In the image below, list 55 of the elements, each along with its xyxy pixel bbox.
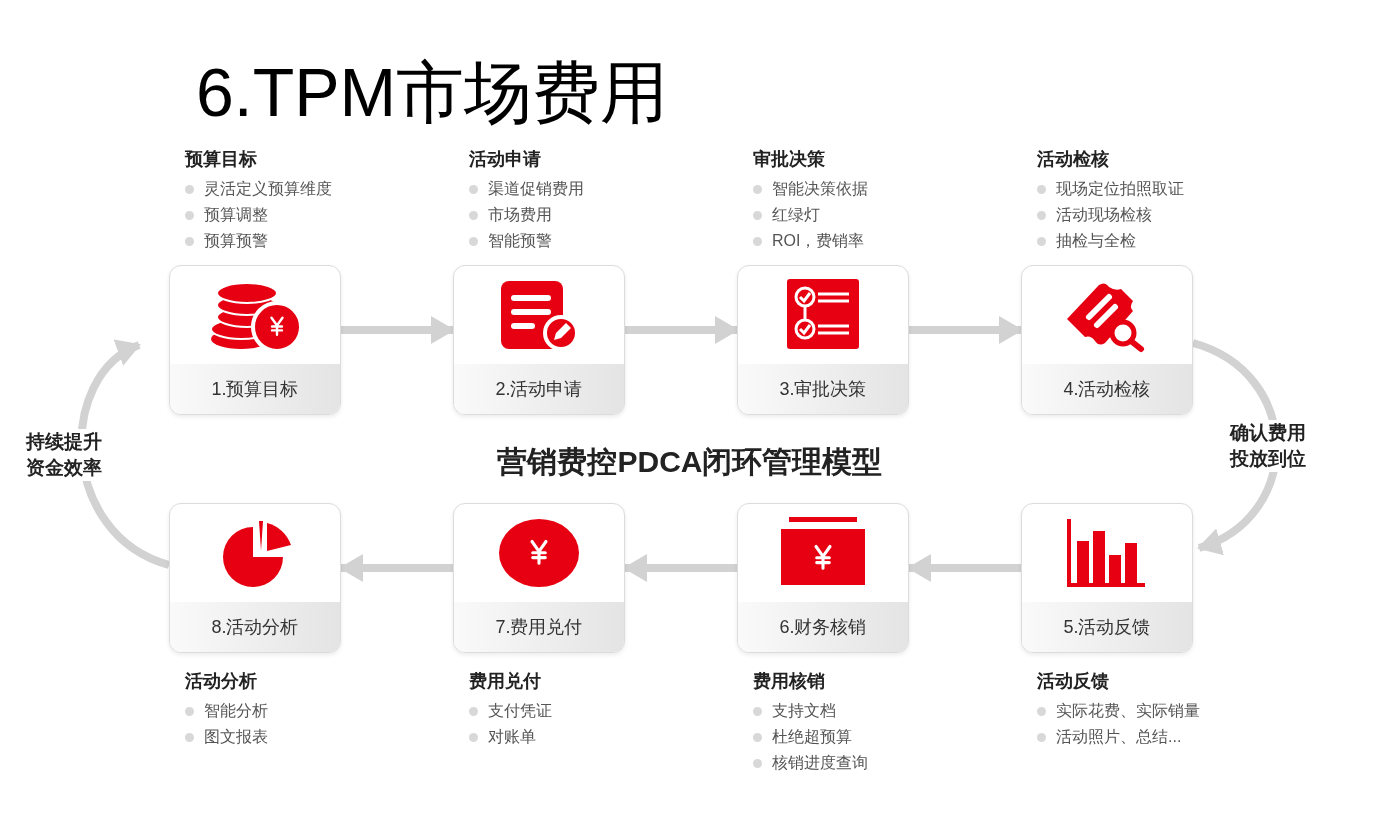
bullet-text: 灵活定义预算维度 [204,179,332,199]
bullet-text: ROI，费销率 [772,231,865,251]
process-card [169,503,341,653]
section-heading: 审批决策 [753,148,825,171]
bullet-text: 现场定位拍照取证 [1056,179,1184,199]
step-label: 4.活动检核 [1063,377,1151,401]
bullet-text: 核销进度查询 [772,753,868,773]
section-heading: 活动反馈 [1037,670,1109,693]
section-heading: 费用核销 [753,670,825,693]
bullet-text: 抽检与全检 [1056,231,1136,251]
process-card [737,503,909,653]
process-card [737,265,909,415]
bullet-text: 红绿灯 [772,205,820,225]
arrow [339,554,453,582]
bullet-text: 对账单 [488,727,536,747]
arrow [625,316,739,344]
process-card [1021,503,1193,653]
bullet-text: 杜绝超预算 [772,727,852,747]
arrow [341,316,455,344]
section-heading: 预算目标 [185,148,257,171]
step-label: 5.活动反馈 [1063,615,1151,639]
process-card [453,265,625,415]
bullet-text: 图文报表 [204,727,268,747]
bullet-text: 智能分析 [204,701,268,721]
bullet-text: 渠道促销费用 [488,179,584,199]
center-heading: 营销费控PDCA闭环管理模型 [496,444,884,480]
bullet-text: 活动照片、总结... [1056,727,1182,747]
edge-label: 持续提升资金效率 [26,429,102,481]
bullet-text: 市场费用 [488,205,552,225]
title: 6.TPM市场费用 [196,53,669,132]
step-label: 2.活动申请 [495,377,583,401]
bullet-text: 智能决策依据 [772,179,868,199]
step-label: 1.预算目标 [211,377,299,401]
bullet-text: 实际花费、实际销量 [1056,701,1200,721]
section-heading: 费用兑付 [469,670,541,693]
process-card [169,265,341,415]
arrow [907,554,1021,582]
bullet-text: 预算调整 [204,205,268,225]
bullet-text: 智能预警 [488,231,552,251]
process-card [1021,265,1193,415]
step-label: 8.活动分析 [211,615,299,639]
process-card [453,503,625,653]
edge-label: 确认费用投放到位 [1230,419,1306,472]
section-heading: 活动申请 [469,148,541,171]
bullet-text: 预算预警 [204,231,268,251]
bullet-text: 活动现场检核 [1056,205,1152,225]
bullet-text: 支付凭证 [488,701,552,721]
arrow [909,316,1023,344]
section-heading: 活动分析 [185,670,257,693]
step-label: 3.审批决策 [779,377,867,401]
step-label: 7.费用兑付 [495,615,583,639]
step-label: 6.财务核销 [779,615,867,639]
arrow [623,554,737,582]
section-heading: 活动检核 [1037,148,1109,171]
bullet-text: 支持文档 [772,701,836,721]
